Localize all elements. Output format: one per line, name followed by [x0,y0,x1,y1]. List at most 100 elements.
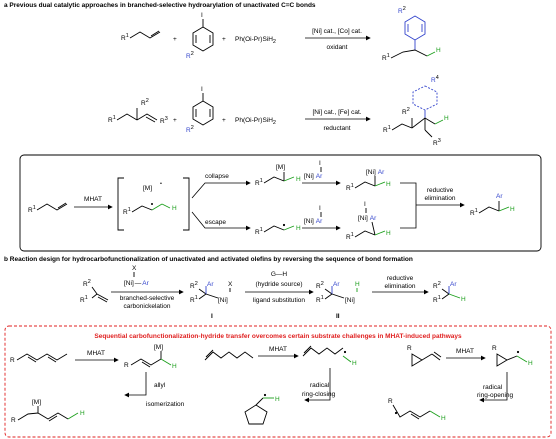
mechanism-box [19,154,542,252]
svg-text:R: R [407,345,412,352]
svg-text:H: H [172,205,177,212]
svg-text:R2: R2 [141,98,149,107]
allyl-isomer: [M] R H [11,399,85,424]
mhat-c3: MHAT [456,348,474,355]
collapse-label: collapse [205,173,229,180]
svg-text:H: H [172,363,177,370]
svg-text:R2: R2 [398,6,406,15]
ring-open-2: ring-opening [477,392,514,399]
allyl-2: isomerization [146,401,185,408]
intermediate-I: R2 R1 Ar X [Ni] I [190,281,233,320]
svg-text:R1: R1 [433,295,441,304]
svg-text:Ar: Ar [333,281,340,288]
svg-text:R3: R3 [160,116,168,125]
step1-line2: carbonickelation [124,303,171,310]
hexenyl-radical: H [302,345,357,367]
intermediate-II: R2 R1 Ar H [Ni] II [316,281,360,320]
section-a-title: a Previous dual catalytic approaches in … [4,2,316,9]
arrow-ring-close [304,368,331,403]
svg-text:II: II [336,313,340,320]
svg-text:R1: R1 [80,295,88,304]
ring-open-1: radical [483,384,503,391]
svg-text:R: R [11,417,16,424]
allyl-metal: R [M] H [124,344,177,370]
b-alkene: R2 R1 [80,279,109,304]
svg-text:H: H [296,176,301,183]
row1-alkene: R1 [121,30,161,42]
mhat-c1: MHAT [87,350,105,357]
radical-cage: [M] • R1 H [117,177,190,231]
svg-text:[Ni]: [Ni] [345,297,355,304]
svg-text:R1: R1 [346,232,354,241]
row2-aryl-iodide: I R2 [186,86,214,134]
diene-substrate: R [10,353,68,364]
ni-i-1: I [319,160,321,167]
allyl-1: allyl [154,382,166,389]
cyclopropyl-radical: R H [492,345,533,367]
mhat-label: MHAT [84,196,102,203]
b-x: X [132,265,137,272]
arrow-ring-open [479,372,508,403]
ring-opened-radical: R H [388,398,446,422]
svg-text:R3: R3 [433,138,441,147]
svg-text:R1: R1 [382,53,390,62]
svg-text:H: H [461,296,466,303]
conditions-row1-top: [Ni] cat., [Co] cat. [312,28,362,35]
b-product: R2 R1 Ar H [433,281,466,304]
svg-text:[Ni]Ar: [Ni]Ar [366,169,385,176]
silane-2: Ph(Oi-Pr)SiH2 [235,117,276,126]
escape-ni-product: I [Ni]Ar R1 H [346,201,391,241]
svg-text:R1: R1 [255,227,263,236]
ni-i-2: I [319,205,321,212]
svg-text:R1: R1 [383,125,391,134]
plus-1: + [173,36,177,43]
svg-text:H: H [441,415,446,422]
row2-product: R4 R1 R2 H R3 [383,75,449,147]
vinylcyclopropane: R [407,345,442,367]
svg-text:R2: R2 [186,51,194,60]
svg-text:I: I [201,12,203,19]
svg-text:R2: R2 [83,279,91,288]
svg-text:Ar: Ar [207,281,214,288]
conditions-row2-top: [Ni] cat., [Fe] cat. [312,109,361,116]
red-elim-2: elimination [424,195,455,202]
svg-text:R1: R1 [28,205,36,214]
svg-text:H: H [436,47,441,54]
svg-text:[M]: [M] [143,185,152,192]
section-b-title: b Reaction design for hydrocarbofunction… [4,256,413,263]
escape-label: escape [205,219,226,226]
hydride-source: (hydride source) [256,281,303,288]
svg-text:R2: R2 [186,125,194,134]
svg-text:H: H [444,115,449,122]
ring-close-2: ring-closing [302,391,336,398]
svg-text:H: H [528,360,533,367]
escape-radical: R1 H [255,223,301,236]
silane-1: Ph(Oi-Pr)SiH2 [235,36,276,45]
svg-text:R2: R2 [190,281,198,290]
svg-text:H: H [275,396,280,403]
challenge-title: Sequential carbofunctionalization-hydrid… [94,333,462,340]
svg-text:H: H [510,206,515,213]
plus-2: + [222,36,226,43]
svg-text:R2: R2 [402,107,410,116]
svg-text:[M]: [M] [154,344,163,351]
svg-text:Ar: Ar [450,281,457,288]
svg-text:Ar: Ar [496,193,503,200]
svg-text:H: H [386,230,391,237]
plus-4: + [222,117,226,124]
svg-text:R1: R1 [108,115,116,124]
step3-line2: elimination [384,283,415,290]
step1-line1: branched-selective [120,295,175,302]
svg-text:•: • [160,181,162,187]
svg-text:R1: R1 [190,295,198,304]
ni-ar-2: [Ni]Ar [304,218,323,225]
svg-text:R2: R2 [433,281,441,290]
svg-text:[Ni]: [Ni] [218,297,228,304]
svg-text:R4: R4 [431,75,439,84]
ring-close-1: radical [310,382,330,389]
mech-alkene: R1 [28,202,68,214]
svg-text:H: H [296,225,301,232]
step3-line1: reductive [387,275,414,282]
step2: ligand substitution [253,297,305,304]
svg-text:R1: R1 [123,207,131,216]
